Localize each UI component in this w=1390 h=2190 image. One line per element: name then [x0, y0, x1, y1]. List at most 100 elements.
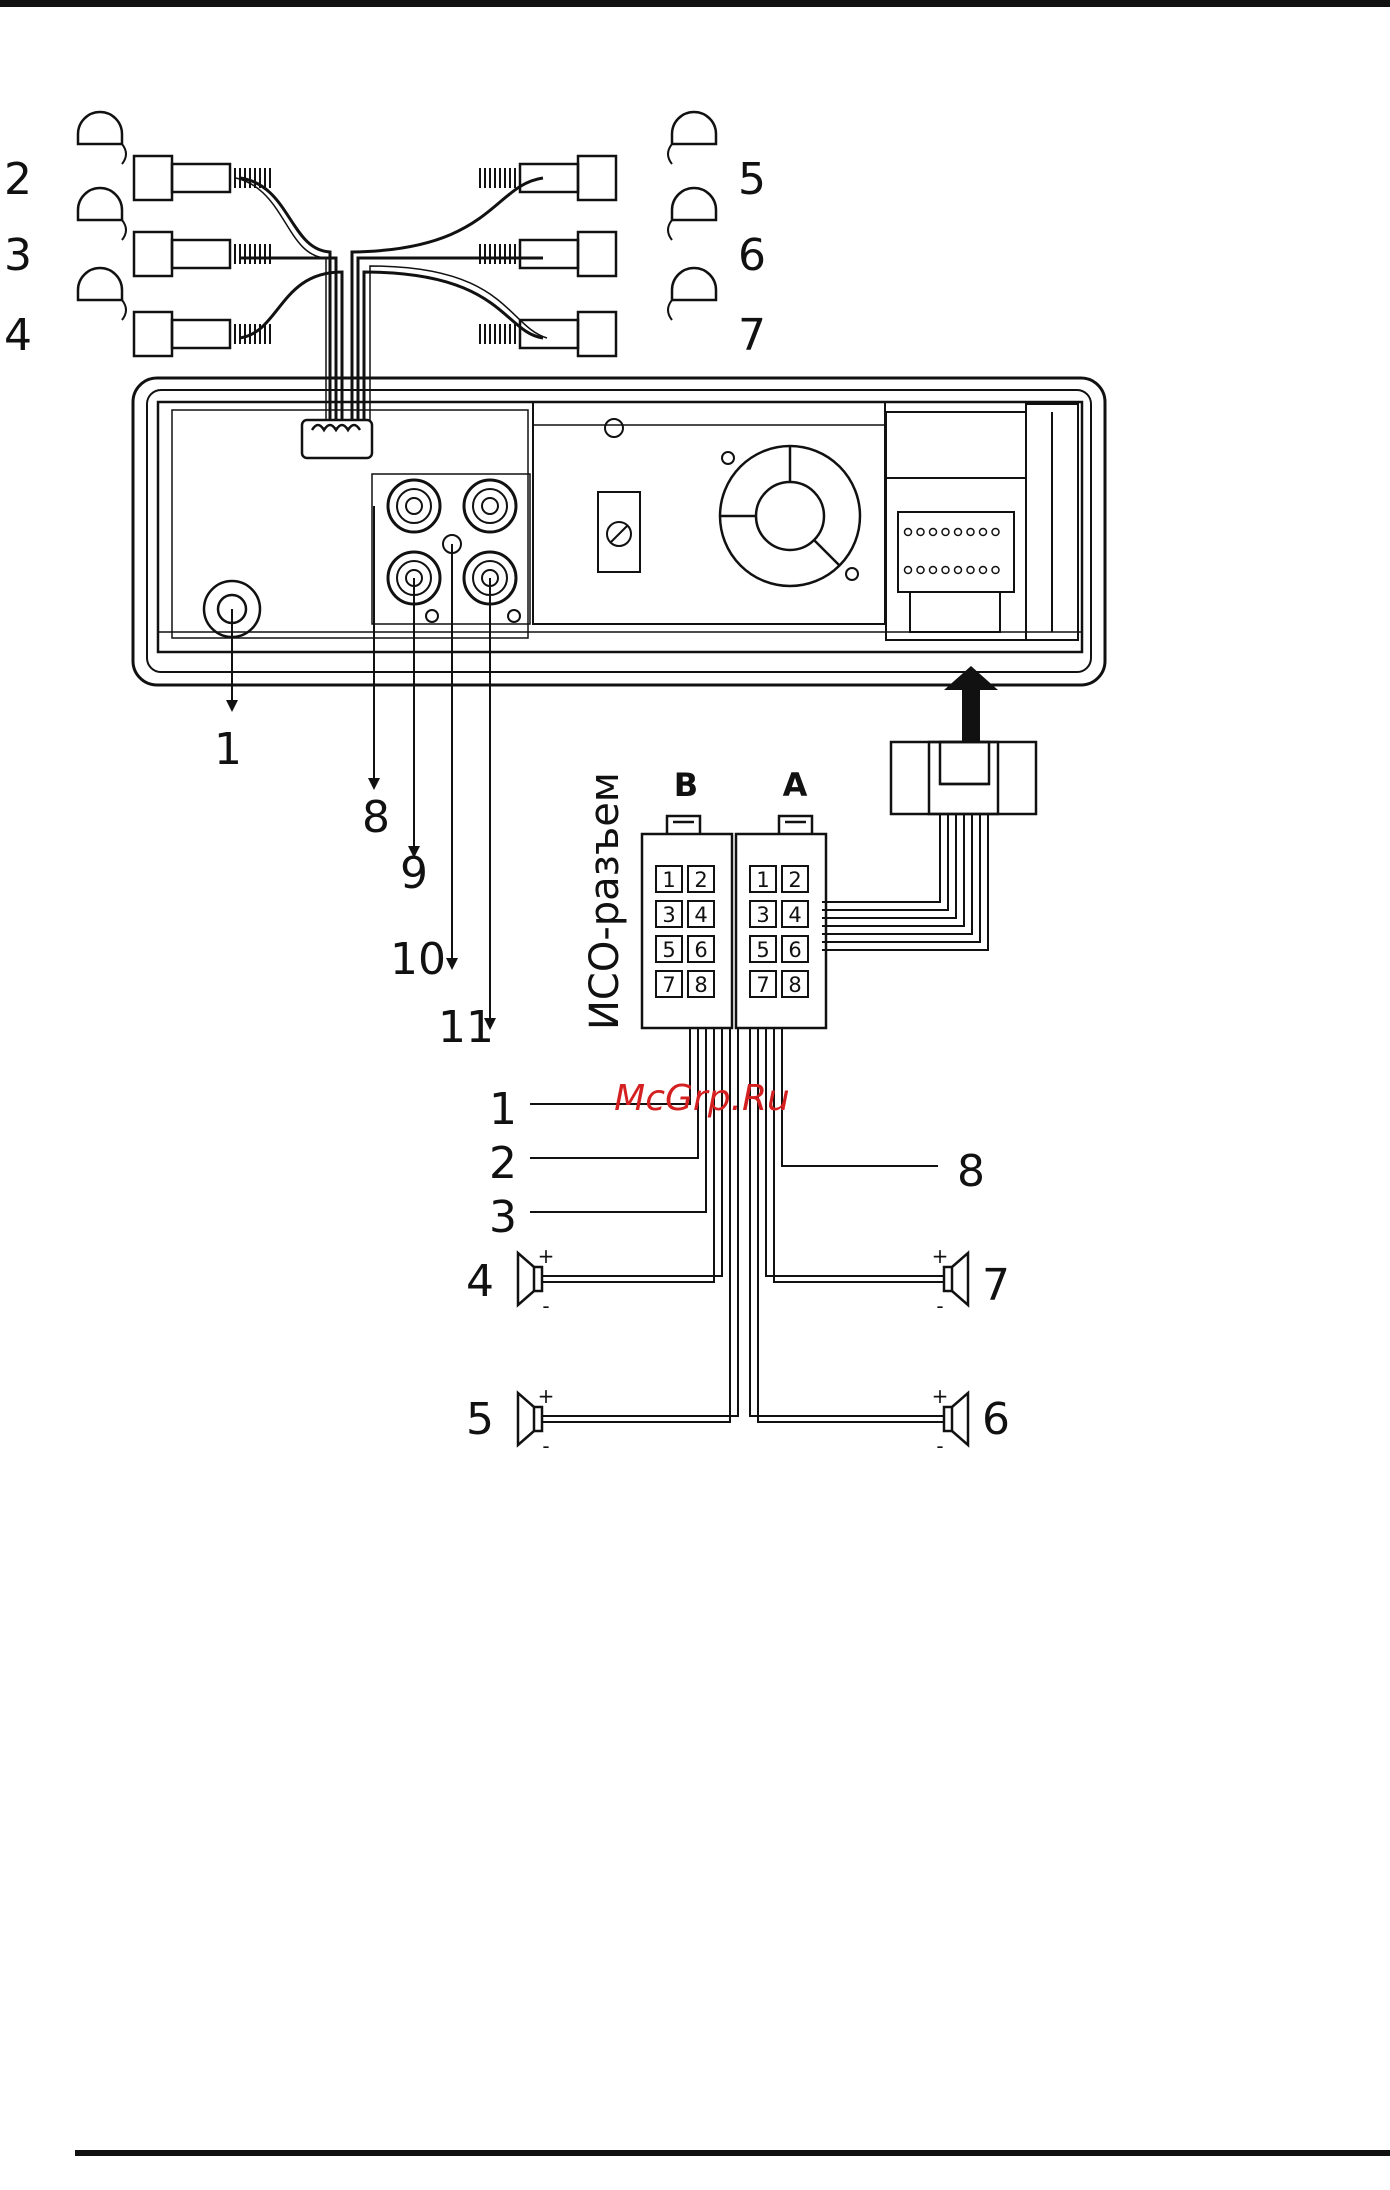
rca-cable-bundle	[236, 178, 547, 420]
connector-a-letter: A	[783, 766, 808, 804]
connector-b-housing	[642, 834, 732, 1028]
callout-rca-2: 2	[4, 154, 32, 205]
svg-text:+: +	[932, 1244, 949, 1268]
socket-pin	[980, 529, 987, 536]
callout-speaker-5: 5	[466, 1394, 494, 1445]
socket-pin	[955, 529, 962, 536]
socket-pin	[992, 567, 999, 574]
callout-11: 11	[438, 1002, 494, 1053]
svg-text:8: 8	[788, 973, 801, 997]
rca-connectors-left	[78, 112, 270, 356]
unit-chassis	[158, 402, 1082, 652]
rca-plug-5	[480, 112, 716, 200]
svg-text:+: +	[932, 1384, 949, 1408]
callout-10: 10	[390, 934, 446, 985]
connector-b-pin-8: 8	[688, 971, 714, 997]
top-rule	[0, 0, 1390, 7]
socket-pin	[942, 529, 949, 536]
rca-connectors-right	[480, 112, 716, 356]
plug-to-iso-cable	[822, 814, 988, 950]
svg-text:+: +	[538, 1384, 555, 1408]
rca-plug-2	[78, 112, 270, 200]
callout-numbers: 2 3 4 5 6 7 1 8 9 10 11 1 2 3 8 4 7 5 6	[4, 154, 1010, 1445]
watermark: McGrp.Ru	[614, 1078, 790, 1119]
svg-text:4: 4	[694, 903, 707, 927]
callout-speaker-4: 4	[466, 1256, 494, 1307]
connector-a-pin-1: 1	[750, 866, 776, 892]
connector-b-pin-3: 3	[656, 901, 682, 927]
callout-wire-3: 3	[489, 1192, 517, 1243]
callout-8: 8	[362, 792, 390, 843]
svg-text:3: 3	[756, 903, 769, 927]
iso-plug	[891, 742, 1036, 814]
connector-b-pin-2: 2	[688, 866, 714, 892]
svg-text:7: 7	[662, 973, 675, 997]
svg-text:6: 6	[788, 938, 801, 962]
connector-a-pin-6: 6	[782, 936, 808, 962]
socket-pin	[905, 567, 912, 574]
insertion-arrow	[944, 666, 998, 742]
svg-text:7: 7	[756, 973, 769, 997]
rca-bundle-clamp	[302, 420, 372, 458]
iso-socket-pins	[905, 529, 1000, 574]
connector-b-pin-4: 4	[688, 901, 714, 927]
connector-b-letter: B	[674, 766, 698, 804]
socket-pin	[942, 567, 949, 574]
callout-rca-6: 6	[738, 230, 766, 281]
socket-pin	[930, 529, 937, 536]
svg-text:-: -	[936, 1294, 943, 1318]
rca-plug-7	[480, 268, 716, 356]
callout-rca-4: 4	[4, 310, 32, 361]
callout-antenna-1: 1	[214, 724, 242, 775]
callout-9: 9	[400, 848, 428, 899]
svg-text:2: 2	[788, 868, 801, 892]
svg-text:1: 1	[662, 868, 675, 892]
connector-b-pin-6: 6	[688, 936, 714, 962]
rca-plug-3	[78, 188, 270, 276]
connector-a-pin-4: 4	[782, 901, 808, 927]
callout-wire-1: 1	[489, 1084, 517, 1135]
connector-b-pin-5: 5	[656, 936, 682, 962]
svg-text:+: +	[538, 1244, 555, 1268]
callout-speaker-7: 7	[982, 1260, 1010, 1311]
connector-a-pin-5: 5	[750, 936, 776, 962]
socket-pin	[992, 529, 999, 536]
iso-connector-label: ИСО-разъем	[582, 772, 628, 1030]
svg-text:5: 5	[662, 938, 675, 962]
callout-wire-8: 8	[957, 1146, 985, 1197]
socket-pin	[955, 567, 962, 574]
connector-a-pin-8: 8	[782, 971, 808, 997]
connector-b-pin-1: 1	[656, 866, 682, 892]
connector-a-housing	[736, 834, 826, 1028]
svg-text:5: 5	[756, 938, 769, 962]
head-unit-rear	[133, 378, 1105, 685]
cooling-fan	[720, 446, 860, 586]
callout-rca-3: 3	[4, 230, 32, 281]
connector-a-pin-7: 7	[750, 971, 776, 997]
svg-text:2: 2	[694, 868, 707, 892]
svg-text:3: 3	[662, 903, 675, 927]
screw-plate	[598, 492, 640, 572]
connector-a-pin-3: 3	[750, 901, 776, 927]
socket-pin	[967, 529, 974, 536]
socket-pin	[980, 567, 987, 574]
svg-text:-: -	[936, 1434, 943, 1458]
svg-text:1: 1	[756, 868, 769, 892]
svg-text:6: 6	[694, 938, 707, 962]
unit-outer-frame	[133, 378, 1105, 685]
socket-pin	[930, 567, 937, 574]
svg-text:-: -	[542, 1434, 549, 1458]
callout-wire-2: 2	[489, 1138, 517, 1189]
connector-b-pin-7: 7	[656, 971, 682, 997]
rca-plug-4	[78, 268, 270, 356]
iso-socket-housing	[886, 404, 1078, 640]
svg-text:8: 8	[694, 973, 707, 997]
bottom-rule	[75, 2150, 1390, 2156]
connector-a-pin-2: 2	[782, 866, 808, 892]
svg-text:4: 4	[788, 903, 801, 927]
socket-pin	[967, 567, 974, 574]
